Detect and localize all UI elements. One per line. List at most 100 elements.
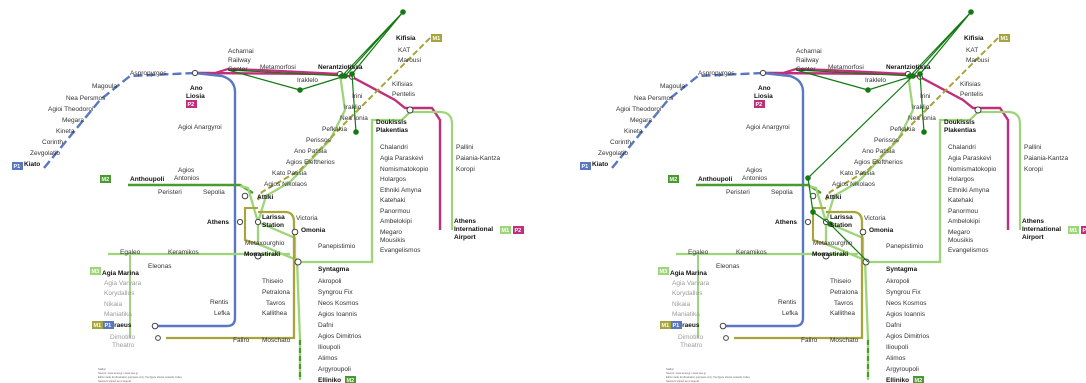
station-label-megaro-1: Megaro	[948, 229, 970, 236]
line-badge-p1	[103, 321, 114, 329]
station-label-nikaia: Nikaia	[104, 301, 122, 308]
station-label-moschato: Moschato	[830, 337, 859, 344]
overlay-node	[827, 221, 833, 227]
station-label-agioi-theodoroi: Agioi Theodoroi	[616, 106, 661, 113]
line-badge-text: M3	[92, 269, 100, 275]
station-label-ano-liosia-1: Ano	[190, 85, 203, 92]
footnote-line3: Sections shown as in legend	[666, 379, 699, 383]
station-label-kallithea: Kallithea	[830, 310, 855, 317]
station-label-pentelis: Pentelis	[392, 91, 416, 98]
station-label-nea-ionia: Nea Ionia	[908, 115, 936, 122]
station-label-kifisia: Kifisia	[964, 35, 984, 42]
station-label-perissos: Perissos	[306, 137, 332, 144]
station-label-omonia: Omonia	[869, 227, 894, 234]
footnote-title: Station	[98, 367, 107, 371]
station-label-kallithea: Kallithea	[262, 310, 287, 317]
station-label-agios-dimitrios: Agios Dimitrios	[318, 333, 362, 340]
overlay-node	[349, 71, 355, 77]
station-label-eleonas: Eleonas	[148, 263, 172, 270]
overlay-node	[353, 129, 359, 135]
station-label-sepolia: Sepolia	[203, 189, 225, 196]
station-label-doukissis-2: Plakentias	[376, 127, 409, 134]
station-label-dimotiko-1: Dimotiko	[110, 334, 136, 341]
line-badge-m2	[668, 175, 679, 183]
line-badge-text: P2	[1083, 228, 1086, 234]
station-label-syntagma: Syntagma	[318, 266, 349, 273]
station-label-akropoli: Akropoli	[318, 278, 341, 285]
line-badge-m2	[913, 376, 924, 383]
station-label-nomismatokopio: Nomismatokopio	[380, 166, 429, 173]
station-label-agios-antonios-1: Agios	[746, 167, 763, 174]
station-label-alimos: Alimos	[886, 355, 906, 362]
station-label-kineta: Kineta	[624, 128, 643, 135]
station-label-ano-patisia: Ano Patisia	[862, 148, 895, 155]
line-badge-text: P1	[673, 323, 680, 329]
station-label-piraeus: Piraeus	[676, 322, 700, 329]
station-label-agios-eleftherios: Agios Eleftherios	[854, 159, 904, 166]
footnote-line3: Sections shown as in legend	[98, 379, 131, 383]
station-label-agios-antonios-2: Antonios	[742, 175, 768, 182]
station-label-larissa-2: Station	[830, 222, 852, 229]
station-label-omonia: Omonia	[301, 227, 326, 234]
station-label-kiato: Kiato	[24, 161, 40, 168]
station-label-thiseio: Thiseio	[262, 278, 283, 285]
footnote-title: Station	[666, 367, 675, 371]
station-label-nea-persmos: Nea Persmos	[66, 95, 106, 102]
station-label-kifisias: Kifisias	[392, 81, 413, 88]
station-label-katehaki: Katehaki	[380, 197, 405, 204]
overlay-edges	[795, 11, 972, 133]
station-label-agios-eleftherios: Agios Eleftherios	[286, 159, 336, 166]
station-label-zevgolatio: Zevgolatio	[30, 150, 60, 157]
station-label-argyroupoli: Argyroupoli	[318, 366, 351, 373]
station-label-pallini: Pallini	[456, 144, 473, 151]
station-label-pefkakia: Pefkakia	[890, 126, 915, 133]
station-label-piraeus: Piraeus	[108, 322, 132, 329]
station-label-panormou: Panormou	[380, 208, 410, 215]
station-label-iraklio: Iraklio	[912, 104, 930, 111]
line-badge-text: M1	[502, 228, 510, 234]
line-badge-p1	[12, 162, 23, 170]
station-label-dimotiko-1: Dimotiko	[678, 334, 704, 341]
station-label-attiki: Attiki	[825, 194, 841, 201]
overlay-node	[921, 129, 927, 135]
station-label-panepistimio: Panepistimio	[886, 243, 924, 250]
station-label-megara: Megara	[62, 117, 84, 124]
station-label-peristeri: Peristeri	[158, 189, 182, 196]
line-badge-text: M2	[670, 177, 678, 183]
overlay-node	[907, 73, 913, 79]
station-label-metamorfosi: Metamorfosi	[260, 64, 296, 71]
station-label-korydallos: Korydallos	[104, 290, 135, 297]
station-label-pallini: Pallini	[1024, 144, 1041, 151]
station-label-metaxourghio: Metaxourghio	[245, 240, 285, 247]
overlay-node	[297, 87, 303, 93]
station-label-airport-1: Athens	[454, 218, 476, 225]
station-label-chalandri: Chalandri	[948, 144, 976, 151]
station-label-agioi-theodoroi: Agioi Theodoroi	[48, 106, 93, 113]
station-label-petralona: Petralona	[830, 289, 858, 296]
station-label-ambelokipi: Ambelokipi	[948, 218, 980, 225]
overlay-node	[805, 175, 811, 181]
station-label-acharnai-3: Center	[228, 66, 248, 73]
station-label-egaleo: Egaleo	[120, 249, 141, 256]
overlay-node	[968, 9, 974, 15]
line-badge-text: M1	[1070, 228, 1078, 234]
station-label-kat: KAT	[966, 47, 978, 54]
line-badge-text: M3	[660, 269, 668, 275]
station-label-megaro-2: Mousikis	[380, 237, 406, 244]
line-badge-p2	[1081, 226, 1086, 234]
station-label-holargos: Holargos	[948, 176, 975, 183]
line-badge-m2	[345, 376, 356, 383]
station-label-agia-varvara: Agia Varvara	[104, 280, 141, 287]
station-label-faliro: Faliro	[233, 337, 250, 344]
station-label-agioi-anargyroi: Agioi Anargyroi	[746, 124, 790, 131]
station-label-metaxourghio: Metaxourghio	[813, 240, 853, 247]
station-label-panepistimio: Panepistimio	[318, 243, 356, 250]
station-label-agios-ioannis: Agios Ioannis	[886, 311, 926, 318]
footnote-line2: Edits made for illustrative purposes onl…	[666, 375, 750, 379]
station-label-iraklio-top: Iraklelo	[297, 77, 318, 84]
station-label-ilioupoli: Ilioupoli	[318, 344, 340, 351]
footnote-line1: Source: www.amel.gr / www.ose.gr	[98, 371, 138, 375]
